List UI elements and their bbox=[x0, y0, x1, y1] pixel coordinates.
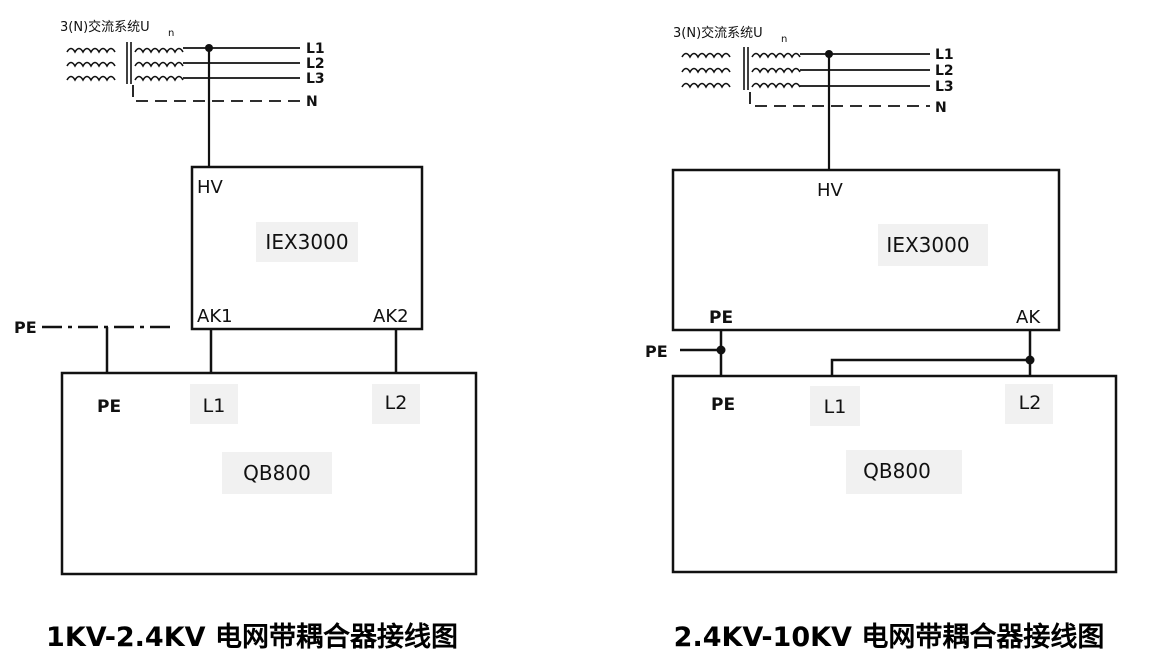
right-junction-dot bbox=[825, 50, 833, 58]
left-l1-bg bbox=[190, 384, 238, 424]
left-connections bbox=[105, 327, 398, 373]
right-line-l1: L1 bbox=[935, 47, 954, 63]
left-transformer-icon bbox=[66, 42, 184, 84]
left-line-l1: L1 bbox=[306, 41, 325, 57]
left-qb800-name-bg bbox=[222, 452, 332, 494]
left-line-l2: L2 bbox=[306, 56, 325, 72]
right-source-subscript: n bbox=[781, 34, 787, 45]
right-device-pe: PE bbox=[709, 308, 733, 328]
left-line-l3: L3 bbox=[306, 71, 325, 87]
right-line-l3: L3 bbox=[935, 79, 954, 95]
right-hv-label: HV bbox=[817, 180, 844, 201]
left-junction-dot bbox=[205, 44, 213, 52]
left-ak1-label: AK1 bbox=[197, 306, 233, 327]
right-line-l2: L2 bbox=[935, 63, 954, 79]
right-qb800-l2: L2 bbox=[1019, 392, 1042, 414]
left-line-n: N bbox=[306, 94, 318, 110]
left-source-subscript: n bbox=[168, 28, 174, 39]
left-qb800-l1: L1 bbox=[203, 395, 226, 417]
right-diagram: 3(N)交流系统U n L1 L2 L3 N HV IEX3000 bbox=[645, 25, 1118, 653]
left-qb800-name: QB800 bbox=[243, 461, 311, 485]
left-source-label: 3(N)交流系统U bbox=[60, 19, 150, 35]
right-pe-junction-dot bbox=[716, 345, 726, 355]
right-iex3000-name: IEX3000 bbox=[886, 233, 969, 257]
right-line-n: N bbox=[935, 100, 947, 116]
right-ak-junction-dot bbox=[1025, 355, 1035, 365]
right-transformer-icon bbox=[681, 47, 801, 90]
right-iex3000-box bbox=[671, 168, 1061, 332]
left-iex3000-name-bg bbox=[256, 222, 358, 262]
left-hv-label: HV bbox=[197, 177, 224, 198]
right-caption: 2.4KV-10KV 电网带耦合器接线图 bbox=[674, 621, 1105, 653]
right-connections bbox=[719, 330, 1032, 376]
right-source-label: 3(N)交流系统U bbox=[673, 25, 763, 41]
left-pe-external-label: PE bbox=[14, 318, 37, 337]
left-diagram: 3(N)交流系统U n L1 L2 L3 N HV I bbox=[14, 19, 478, 653]
left-qb800-l2: L2 bbox=[385, 392, 408, 414]
right-l1-bg bbox=[810, 386, 860, 426]
right-qb800-pe: PE bbox=[711, 395, 735, 415]
right-pe-external-label: PE bbox=[645, 342, 668, 361]
left-phase-lines bbox=[132, 47, 300, 167]
left-l2-bg bbox=[372, 384, 420, 424]
right-qb800-l1: L1 bbox=[824, 396, 847, 418]
left-caption: 1KV-2.4KV 电网带耦合器接线图 bbox=[46, 621, 458, 653]
right-l2-bg bbox=[1005, 384, 1053, 424]
right-phase-lines bbox=[749, 53, 930, 170]
right-qb800-name: QB800 bbox=[863, 459, 931, 483]
right-qb800-name-bg bbox=[846, 450, 962, 494]
left-qb800-pe: PE bbox=[97, 397, 121, 417]
right-ak-label: AK bbox=[1016, 307, 1041, 328]
left-ak2-label: AK2 bbox=[373, 306, 409, 327]
left-iex3000-name: IEX3000 bbox=[265, 230, 348, 254]
right-iex3000-name-bg bbox=[878, 224, 988, 266]
